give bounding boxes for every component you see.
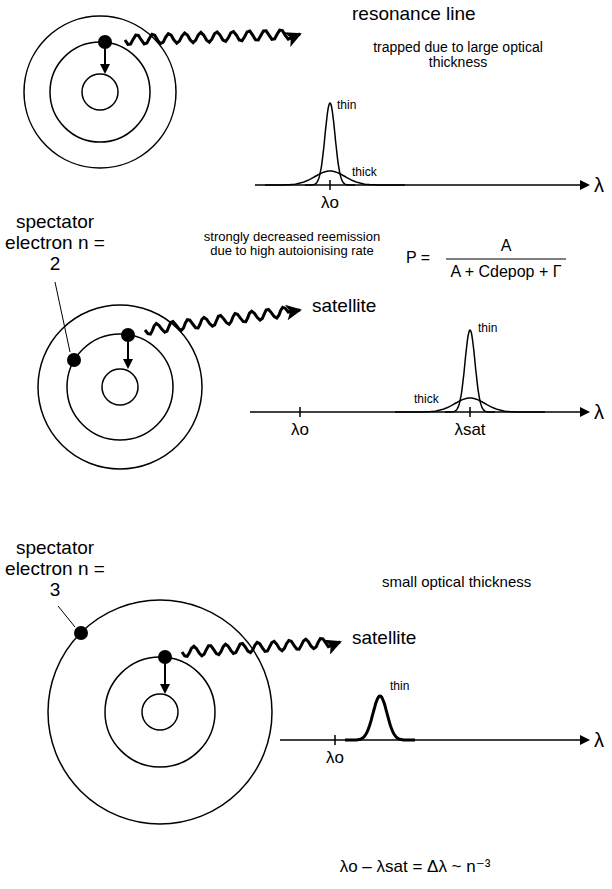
photon-wave	[182, 639, 340, 657]
note: trapped due to large optical thickness	[363, 40, 553, 71]
curve-label: thin	[337, 99, 356, 112]
axis-tick-label: λo	[326, 749, 344, 768]
callout-label: spectator electron n = 2	[3, 212, 107, 275]
transition-arrow	[104, 48, 106, 72]
formula: A	[501, 237, 512, 255]
axis-tick-label: λo	[321, 194, 339, 213]
callout-label: spectator electron n = 3	[3, 538, 107, 601]
line-profile	[255, 171, 405, 185]
atom-1	[24, 16, 176, 168]
transition-arrow	[164, 663, 166, 692]
axis-label: λ	[594, 401, 604, 423]
photon-wave	[145, 307, 300, 334]
line-name: satellite	[312, 296, 376, 317]
leader-line	[55, 282, 70, 352]
axis-tick-label: λo	[291, 421, 309, 440]
note: small optical thickness	[382, 574, 531, 591]
atom-3	[48, 600, 272, 824]
electron	[121, 328, 135, 342]
curve-label: thick	[414, 393, 439, 406]
curve-label: thick	[352, 166, 377, 179]
heading: resonance line	[352, 4, 476, 25]
formula: P =	[406, 249, 430, 267]
curve-label: thin	[390, 680, 409, 693]
leader-line	[58, 606, 75, 627]
axis-label: λ	[594, 174, 604, 196]
generated-strokes	[125, 30, 545, 740]
wavelength-axis	[250, 180, 588, 745]
fraction-bar	[446, 258, 566, 259]
note: strongly decreased reemission due to hig…	[194, 230, 390, 259]
line-profile	[305, 103, 355, 185]
formula: λo – λsat = Δλ ~ n⁻³	[340, 858, 491, 877]
axis-tick-label: λsat	[454, 421, 485, 440]
atom-2	[38, 305, 202, 469]
axis-label: λ	[594, 729, 604, 751]
spectator-electron	[67, 353, 81, 367]
line-profile	[445, 330, 495, 412]
transition-arrow	[127, 341, 129, 367]
line-name: satellite	[352, 628, 416, 649]
photon-wave	[125, 30, 300, 44]
formula: A + Cdepop + Γ	[450, 263, 561, 281]
spectator-electron	[74, 626, 88, 640]
line-profile	[345, 696, 415, 740]
electron	[158, 650, 172, 664]
curve-label: thin	[478, 322, 497, 335]
electron	[98, 35, 112, 49]
